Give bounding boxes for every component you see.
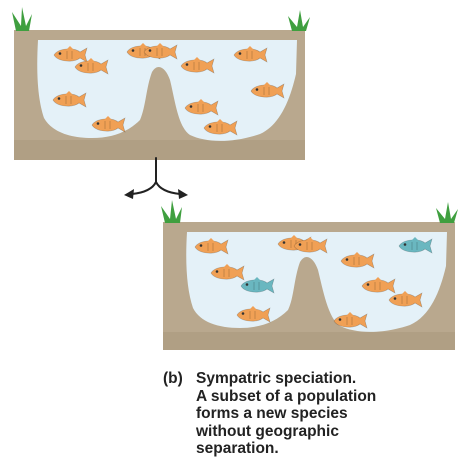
fish-icon xyxy=(340,252,375,269)
new-species-fish-icon xyxy=(398,237,433,254)
arrow-left-head xyxy=(124,189,134,199)
bottom-pond-fish xyxy=(194,235,433,329)
fish-icon xyxy=(210,264,245,281)
fish-icon xyxy=(143,43,178,60)
new-species-fish-icon xyxy=(240,277,275,294)
top-pond-soil-shade xyxy=(14,140,305,160)
fish-icon xyxy=(53,46,88,63)
top-pond-grass-right xyxy=(288,10,310,31)
fish-icon xyxy=(250,82,285,99)
bottom-pond-grass-left xyxy=(161,200,182,223)
fish-icon xyxy=(388,291,423,308)
fish-icon xyxy=(180,57,215,74)
fish-icon xyxy=(52,91,87,108)
fish-icon xyxy=(293,237,328,254)
fish-icon xyxy=(236,306,271,323)
arrow-right-branch xyxy=(155,181,181,195)
bottom-pond-grass-right xyxy=(436,202,458,223)
fish-icon xyxy=(184,99,219,116)
caption-label: (b) xyxy=(163,370,183,387)
arrow-right-head xyxy=(178,189,188,199)
fish-icon xyxy=(361,277,396,294)
fish-icon xyxy=(194,238,229,255)
split-arrow xyxy=(124,157,188,199)
caption-line-4: without geographic xyxy=(196,422,339,440)
fish-icon xyxy=(333,312,368,329)
top-pond-grass-left xyxy=(12,7,32,31)
caption-line-2: A subset of a population xyxy=(196,387,377,405)
fish-icon xyxy=(91,116,126,133)
bottom-pond xyxy=(161,200,458,350)
top-pond-fish xyxy=(52,43,285,136)
caption-line-3: forms a new species xyxy=(196,405,348,422)
fish-icon xyxy=(74,58,109,75)
caption-line-1: Sympatric speciation. xyxy=(196,370,357,387)
bottom-pond-water xyxy=(186,232,447,332)
arrow-left-branch xyxy=(131,181,157,195)
caption-line-5: separation. xyxy=(196,440,279,457)
fish-icon xyxy=(233,46,268,63)
bottom-pond-soil-shade xyxy=(163,332,455,350)
top-pond xyxy=(12,7,310,160)
fish-icon xyxy=(203,119,238,136)
